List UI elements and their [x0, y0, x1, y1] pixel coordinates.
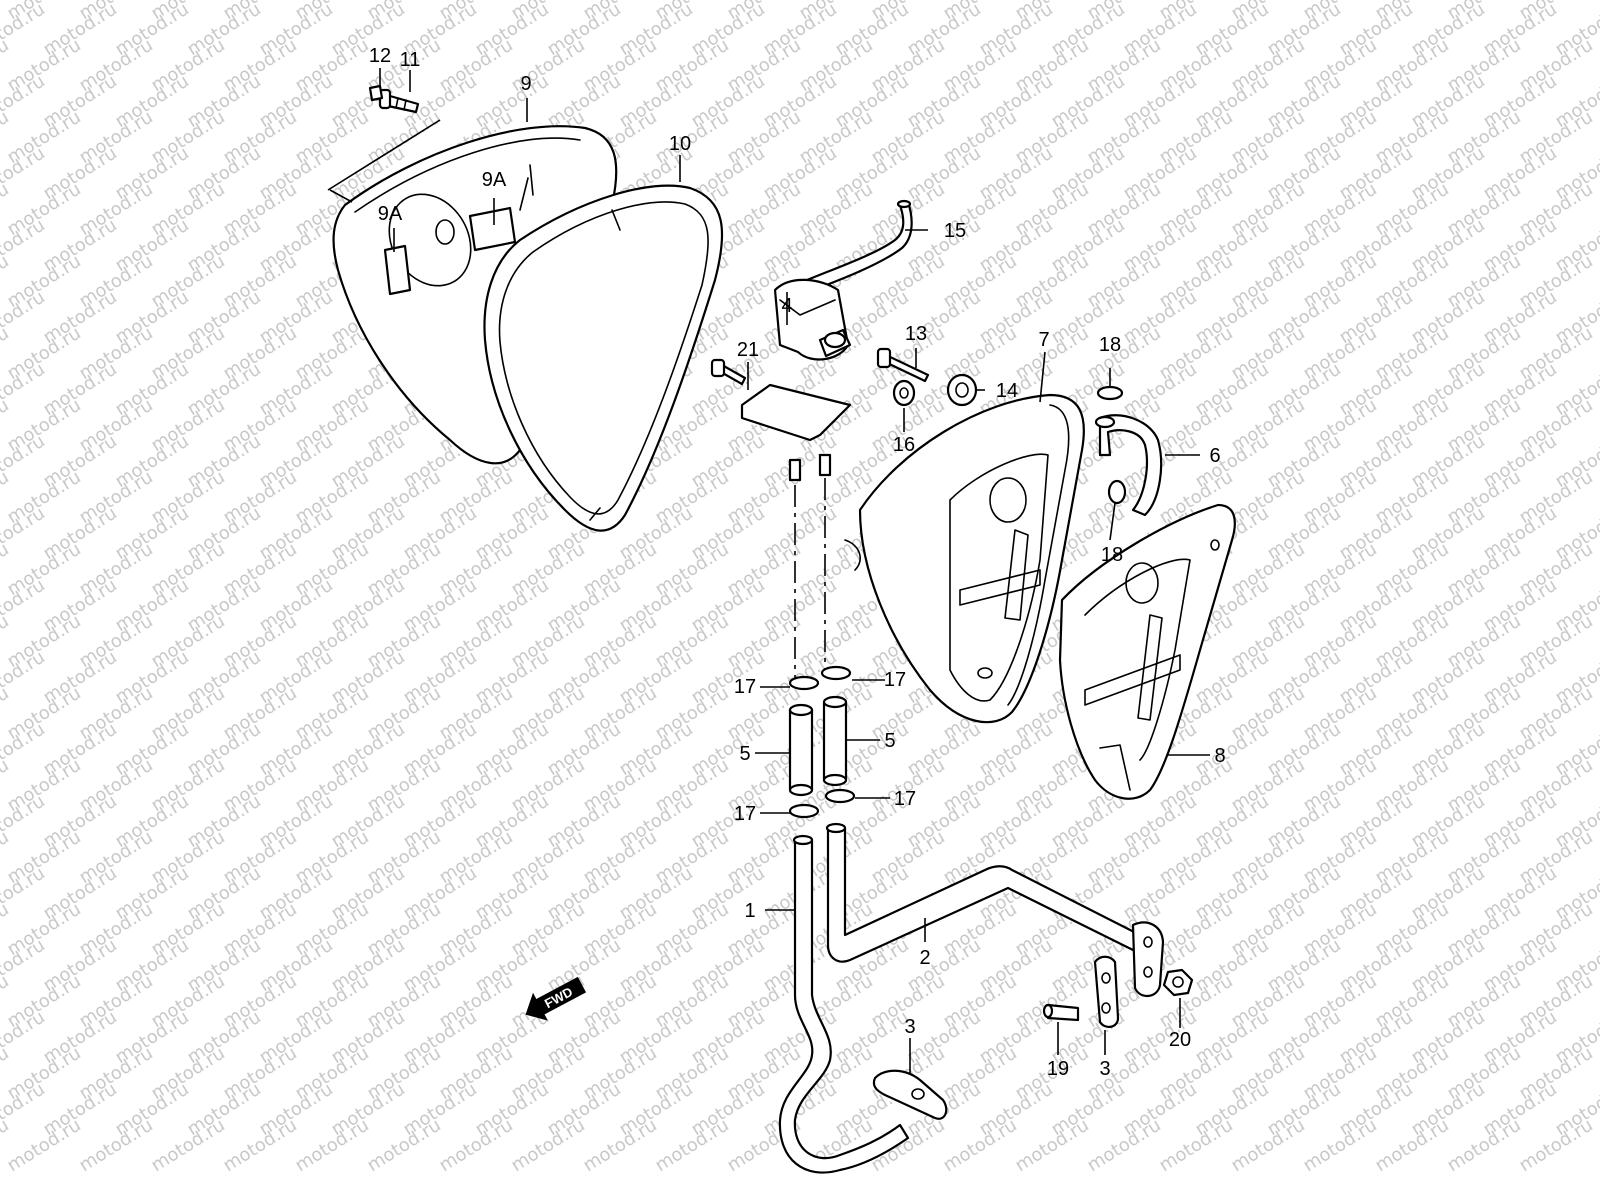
label-14: 14: [996, 380, 1018, 402]
label-2: 2: [919, 947, 930, 969]
label-17: 17: [894, 788, 916, 810]
label-9: 9: [520, 73, 531, 95]
part-18-clip-upper[interactable]: [1096, 385, 1124, 401]
label-17: 17: [734, 803, 756, 825]
label-6: 6: [1209, 445, 1220, 467]
label-1: 1: [744, 900, 755, 922]
part-17-clip[interactable]: [788, 803, 820, 819]
part-17-clip[interactable]: [824, 788, 856, 804]
label-3-right: 3: [1099, 1058, 1110, 1080]
part-5-tube-left[interactable]: [788, 703, 814, 797]
label-17: 17: [734, 676, 756, 698]
part-18-clip-lower[interactable]: [1107, 479, 1127, 505]
label-20: 20: [1169, 1029, 1191, 1051]
label-8: 8: [1214, 745, 1225, 767]
label-3-lower: 3: [904, 1016, 915, 1038]
label-9a-right: 9A: [482, 169, 507, 191]
part-5-tube-right[interactable]: [822, 695, 848, 787]
part-3-gasket-right[interactable]: [1093, 955, 1120, 1028]
part-19-stud[interactable]: [1042, 1003, 1080, 1022]
label-10: 10: [669, 133, 691, 155]
part-17-clip[interactable]: [820, 665, 852, 681]
label-7: 7: [1038, 329, 1049, 351]
part-12-washer[interactable]: [368, 84, 384, 102]
part-16-bushing[interactable]: [892, 379, 916, 407]
label-5-left: 5: [739, 743, 750, 765]
label-17: 17: [884, 669, 906, 691]
label-18-lower: 18: [1101, 544, 1123, 566]
label-16: 16: [893, 434, 915, 456]
label-13: 13: [905, 323, 927, 345]
part-14-grommet[interactable]: [946, 373, 978, 407]
label-4: 4: [781, 295, 792, 317]
part-20-nut[interactable]: [1162, 968, 1194, 997]
label-15: 15: [944, 220, 966, 242]
label-9a-left: 9A: [378, 203, 403, 225]
part-17-clip[interactable]: [788, 675, 820, 691]
label-18-upper: 18: [1099, 334, 1121, 356]
label-5-right: 5: [884, 730, 895, 752]
label-21: 21: [737, 339, 759, 361]
label-19: 19: [1047, 1058, 1069, 1080]
label-11: 11: [400, 49, 421, 71]
label-12: 12: [369, 45, 391, 67]
